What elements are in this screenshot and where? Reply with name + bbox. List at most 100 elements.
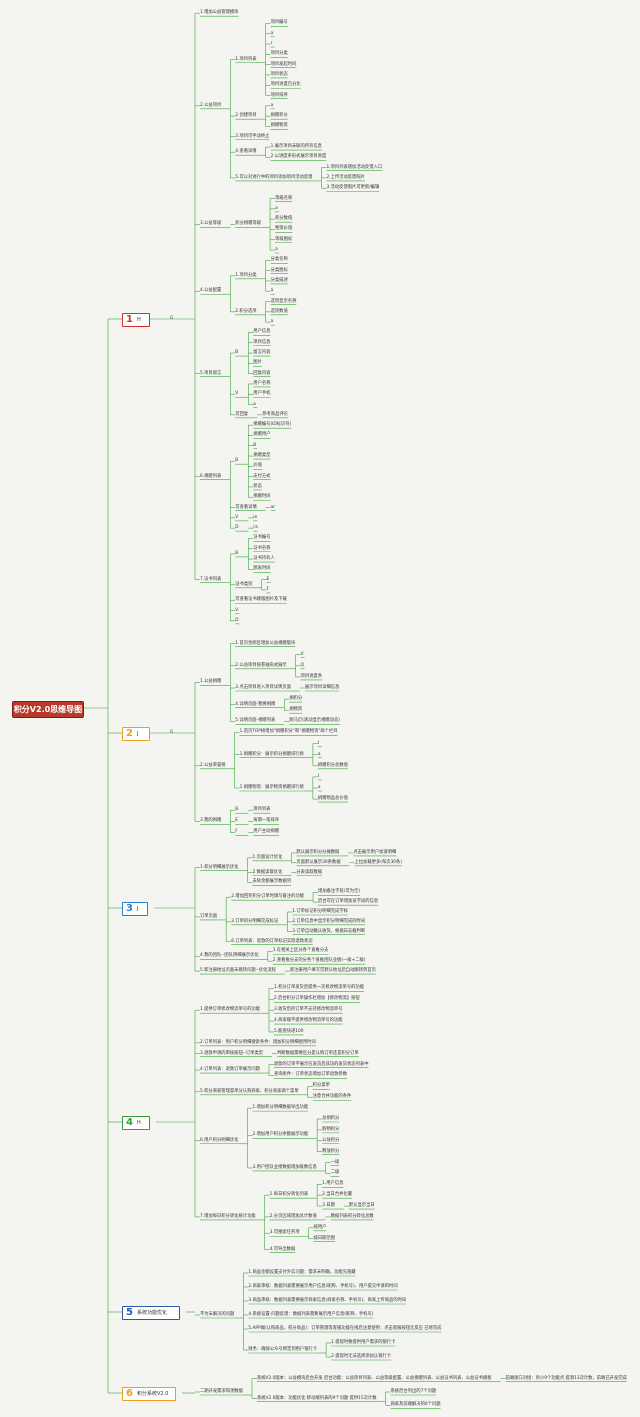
topic-node[interactable]: 用户信息	[253, 329, 271, 335]
topic-node[interactable]: 捐赠编号(ID标识符)	[253, 422, 292, 428]
topic-node[interactable]: 捐赠类型	[253, 453, 271, 459]
topic-node[interactable]: 项目进度百分比	[270, 82, 301, 88]
topic-node[interactable]: 跑马灯(滚动显示捐赠动态)	[289, 718, 340, 724]
topic-node[interactable]: 数据列表积分转化总数	[330, 1213, 374, 1219]
topic-node[interactable]: 6.捐赠列表	[200, 473, 222, 479]
topic-node[interactable]: 2.提现时无法选择添加认银行卡	[331, 1354, 392, 1359]
topic-node[interactable]: 系统后台列出的7个问题	[390, 1389, 437, 1394]
topic-node[interactable]: 3.用户团队业绩数据增加级数信息	[252, 1164, 317, 1170]
topic-node[interactable]: 3.公益等级	[200, 221, 222, 227]
topic-node[interactable]: 一级	[330, 1159, 340, 1165]
topic-node[interactable]: 3.订单自动确认收货，根据日志截判断	[292, 928, 366, 934]
topic-node[interactable]: 默认显示当日	[348, 1203, 375, 1209]
topic-node[interactable]: 每期一笔排序	[253, 818, 280, 824]
topic-node[interactable]: 1.首页TOP榜增加"捐赠积分"和"捐赠物资"两个栏目	[239, 729, 338, 735]
topic-node[interactable]: 等级名称	[275, 195, 293, 201]
topic-node[interactable]: 3.退款申请的审核按钮--订单类型	[200, 1050, 264, 1056]
topic-node[interactable]: I	[317, 773, 320, 779]
topic-node[interactable]: 5.积分商家管理菜单分认购商家、积分商家两个菜单	[200, 1088, 299, 1094]
topic-node[interactable]: B	[253, 442, 257, 448]
topic-node[interactable]: 展示项目详细信息	[304, 685, 340, 690]
topic-node[interactable]: 3.商品审核：数据列表需要展示商家信息(商家名称、手机号)、商家上传商品的时间	[248, 1298, 407, 1303]
topic-node[interactable]: ra	[253, 525, 258, 531]
topic-node[interactable]: 分类图标	[270, 267, 288, 273]
topic-node[interactable]: 2.积分选项	[235, 308, 257, 314]
topic-node[interactable]: 积分菜单	[312, 1083, 330, 1089]
topic-node[interactable]: E	[266, 576, 270, 582]
topic-node[interactable]: 1.积分明细展示优化	[200, 864, 239, 870]
topic-node[interactable]: 3.收货后的订单不支持修改物流单号	[273, 1007, 343, 1013]
topic-node[interactable]: a	[270, 30, 274, 36]
topic-node[interactable]: 6.订单列表：退款的订单标记实际退款状态	[231, 938, 313, 944]
topic-node[interactable]: 项目分类	[270, 51, 288, 57]
topic-node[interactable]: 可查看证书模版图片及下载	[235, 597, 287, 603]
topic-node[interactable]: 5.能查快递100	[273, 1028, 304, 1034]
topic-node[interactable]: F	[266, 586, 269, 592]
topic-node[interactable]: 捐赠用户	[253, 432, 271, 438]
topic-node[interactable]: 1.项目列表	[235, 56, 257, 62]
topic-node[interactable]: a	[270, 102, 274, 108]
topic-node[interactable]: 用户主动捐赠	[253, 829, 280, 835]
topic-node[interactable]: 前端接口对接：目小9个功能点 提测13次计数，前端已开发完成	[505, 1375, 627, 1381]
topic-node[interactable]: 2.上传活动反馈照片	[326, 174, 365, 180]
topic-node[interactable]: 图片	[253, 360, 262, 366]
topic-node[interactable]: D	[235, 525, 239, 531]
topic-node[interactable]: 2.增加用户积分余额展示功能	[252, 1132, 309, 1138]
topic-node[interactable]: 1.商品金额设置支付外实问题：需求未明确，功能先隐藏	[248, 1270, 356, 1275]
topic-node[interactable]: r	[270, 41, 273, 47]
topic-node[interactable]: 5.可以对进行中的项目添加项目活动反馈	[235, 174, 313, 180]
topic-node[interactable]: 查询条件：订单状态增加订单退款参数	[273, 1072, 348, 1078]
topic-node[interactable]: 支付方式	[253, 473, 271, 479]
topic-node[interactable]: 等级图标	[275, 236, 293, 242]
topic-node[interactable]: 不为未解决的问题	[200, 1312, 235, 1317]
topic-node[interactable]: Q	[300, 662, 305, 668]
topic-node[interactable]: E	[235, 818, 239, 824]
topic-node[interactable]: 捐赠时间	[253, 494, 271, 500]
topic-node[interactable]: 5.APP端(认购商品、积分商品)：订单管理等客服功能在线后注意使用：点击客服按…	[248, 1326, 442, 1331]
topic-node[interactable]: 捐物资	[289, 707, 303, 713]
topic-node[interactable]: 分表读取数据	[296, 869, 323, 875]
topic-node[interactable]: 项目列表	[253, 807, 271, 813]
topic-node[interactable]: 增加备注字段(可为空)	[318, 889, 361, 895]
topic-node[interactable]: 捐赠物资	[270, 123, 288, 129]
topic-node[interactable]: 2.查看推分支的分各个直推团队业绩(一级+二级)	[272, 958, 366, 964]
topic-node[interactable]: 注意合并功能的条件	[312, 1094, 352, 1100]
topic-node[interactable]: 去除金额展示数据列	[252, 879, 292, 885]
topic-node[interactable]: 系统V2.0版本：公益模块后台开发 后台功能：公益项目列表、公益等级配置、公益捐…	[256, 1375, 492, 1381]
topic-node[interactable]: 1.增加积分明细数据导出功能	[252, 1105, 309, 1111]
topic-node[interactable]: 4.系统设置-问题反馈：数据列表需要展示用户信息(昵称、手机号)	[248, 1312, 374, 1317]
topic-node[interactable]: 1.展示项目未联的所有信息	[270, 144, 322, 150]
topic-node[interactable]: 3.订单积分明细完成标记	[231, 918, 279, 924]
topic-node[interactable]: 积分数值	[275, 216, 293, 222]
topic-node[interactable]: 订单页面	[200, 913, 218, 919]
topic-node[interactable]: 2.公益项目按卷轴形式展示	[235, 662, 287, 668]
topic-node[interactable]: 分类名称	[270, 257, 288, 263]
topic-node[interactable]: 项目状态	[270, 71, 288, 77]
topic-node[interactable]: 选项数值	[270, 308, 288, 314]
topic-node[interactable]: 用户名称	[253, 380, 271, 386]
topic-node[interactable]: 2.当日合并化量	[322, 1192, 353, 1198]
topic-node[interactable]: F	[235, 829, 238, 835]
topic-node[interactable]: V	[300, 651, 304, 657]
topic-node[interactable]: 1.提供订单修改物流单号的功能	[200, 1007, 260, 1013]
topic-node[interactable]: 1.项目分类	[235, 272, 257, 278]
topic-node[interactable]: a	[270, 288, 274, 294]
topic-node[interactable]: a	[253, 401, 256, 407]
topic-node[interactable]: 1.首页金刚区增加公益捐赠版块	[235, 640, 296, 646]
topic-node[interactable]: 捐赠积分总数值	[317, 762, 348, 768]
topic-node[interactable]: 3.点击项目进入项目详情页面	[235, 685, 291, 690]
topic-node[interactable]: 总捐积分	[322, 1116, 340, 1121]
topic-node[interactable]: V	[235, 607, 239, 613]
topic-node[interactable]: 3.项目可手动终止	[235, 133, 270, 139]
topic-node[interactable]: 用户手机	[253, 391, 271, 397]
topic-node[interactable]: 参考商品评论	[262, 411, 288, 417]
topic-node[interactable]: 选项显示名称	[270, 298, 297, 304]
topic-node[interactable]: I	[317, 740, 320, 746]
topic-node[interactable]: 项目编号	[270, 20, 288, 26]
topic-node[interactable]: 1.订单标记积分明细完成字样	[292, 909, 348, 914]
topic-node[interactable]: 财务：确保公众号绑定到用户银行卡	[248, 1347, 318, 1352]
topic-node[interactable]: B	[235, 550, 239, 556]
topic-node[interactable]: 点击展示用户加速明细	[353, 849, 397, 855]
